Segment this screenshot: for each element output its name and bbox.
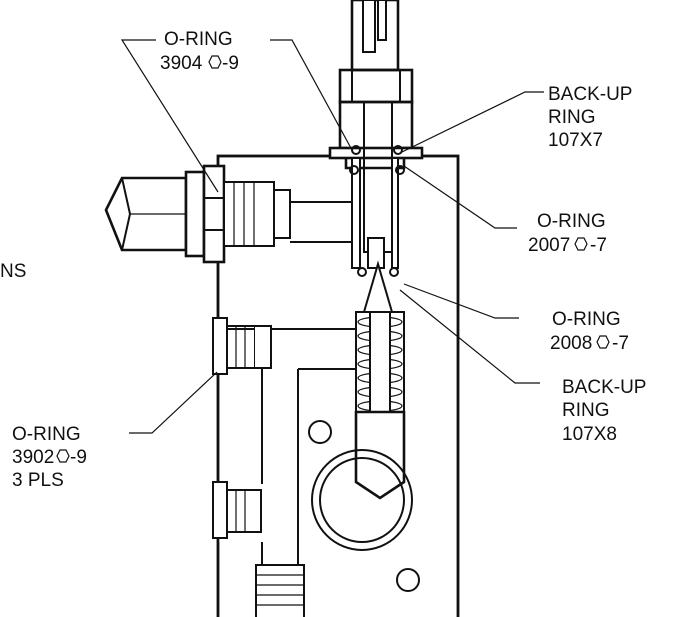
callout-oring-3904-part: 3904 <box>160 53 203 74</box>
clipped-note-text: NS <box>0 261 26 282</box>
left-port-plug-upper <box>212 317 272 375</box>
callout-oring-3902-part: 3902 <box>12 447 54 468</box>
left-port-plug-lower <box>212 481 262 539</box>
hexagon-icon <box>574 237 588 251</box>
callout-oring-3902: O-RING 3902 -9 3 PLS <box>12 424 87 491</box>
callout-oring-2008-part: 2008 <box>550 333 592 354</box>
passage-outlines <box>226 201 413 617</box>
callout-oring-3904-line1: O-RING <box>164 29 233 50</box>
callout-oring-3902-line1: O-RING <box>12 424 81 445</box>
callout-backup-107x8: BACK-UP RING 107X8 <box>562 377 646 445</box>
callout-oring-2008-size: -7 <box>612 333 629 354</box>
hexagon-icon <box>56 449 70 463</box>
callout-oring-2008: O-RING 2008 -7 <box>550 309 629 354</box>
callout-oring-3902-qty: 3 PLS <box>12 470 64 491</box>
cartridge-valve <box>328 0 424 500</box>
hexagon-icon <box>596 335 610 349</box>
callout-oring-2007-line1: O-RING <box>537 211 606 232</box>
callout-oring-2007: O-RING 2007 -7 <box>528 211 607 256</box>
side-fitting <box>104 164 291 264</box>
callout-oring-3904: O-RING 3904 -9 <box>160 29 239 74</box>
callout-backup-107x7-line3: 107X7 <box>548 130 603 151</box>
callout-backup-107x7-line2: RING <box>548 107 596 128</box>
callout-oring-3902-size: -9 <box>70 447 87 468</box>
callout-backup-107x8-line1: BACK-UP <box>562 377 646 398</box>
mounting-hole-lower <box>396 568 420 592</box>
callout-backup-107x7-line1: BACK-UP <box>548 84 632 105</box>
callout-backup-107x7: BACK-UP RING 107X7 <box>548 84 632 151</box>
callout-backup-107x8-line2: RING <box>562 400 610 421</box>
callout-oring-2007-size: -7 <box>590 235 607 256</box>
callout-oring-2007-part: 2007 <box>528 235 570 256</box>
callout-oring-2008-line1: O-RING <box>552 309 621 330</box>
callout-oring-3904-size: -9 <box>222 53 239 74</box>
leader-lines <box>120 39 544 434</box>
hexagon-icon <box>208 55 222 69</box>
callout-backup-107x8-line3: 107X8 <box>562 424 617 445</box>
bottom-port-plug <box>255 564 305 617</box>
mounting-hole-upper <box>308 420 332 444</box>
